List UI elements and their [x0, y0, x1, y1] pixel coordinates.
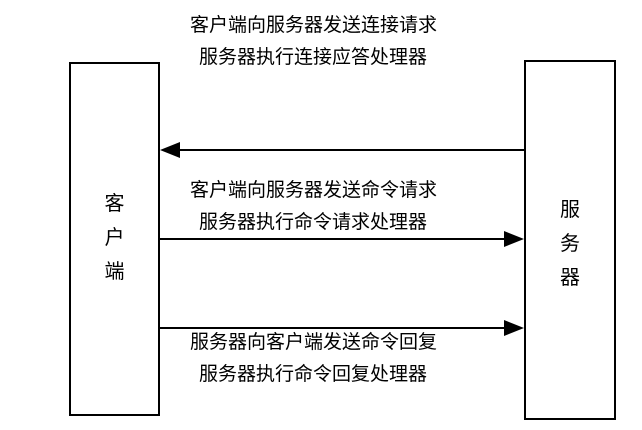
connect-arrow	[160, 142, 524, 158]
reply-message-line1: 服务器向客户端发送命令回复	[190, 331, 438, 353]
command-message-line1: 客户端向服务器发送命令请求	[190, 179, 438, 201]
command-message-line2: 服务器执行命令请求处理器	[199, 211, 428, 233]
client-label-char: 户	[104, 225, 125, 249]
connect-message-label: 客户端向服务器发送连接请求 服务器执行连接应答处理器	[190, 9, 437, 73]
connect-message-line1: 客户端向服务器发送连接请求	[190, 14, 438, 36]
client-label-char: 客	[104, 191, 125, 215]
reply-message-label: 服务器向客户端发送命令回复 服务器执行命令回复处理器	[190, 326, 437, 390]
reply-arrow	[160, 320, 524, 336]
client-box: 客 户 端	[69, 62, 160, 416]
client-label: 客 户 端	[71, 186, 158, 288]
reply-message-line2: 服务器执行命令回复处理器	[199, 363, 428, 385]
server-label-char: 器	[560, 265, 580, 289]
server-box: 服 务 器	[524, 60, 616, 420]
server-label: 服 务 器	[526, 192, 614, 294]
server-label-char: 务	[560, 231, 580, 255]
server-label-char: 服	[560, 197, 580, 221]
connect-message-line2: 服务器执行连接应答处理器	[199, 46, 428, 68]
command-message-label: 客户端向服务器发送命令请求 服务器执行命令请求处理器	[190, 174, 437, 238]
command-arrow	[160, 231, 524, 247]
client-label-char: 端	[104, 259, 125, 283]
